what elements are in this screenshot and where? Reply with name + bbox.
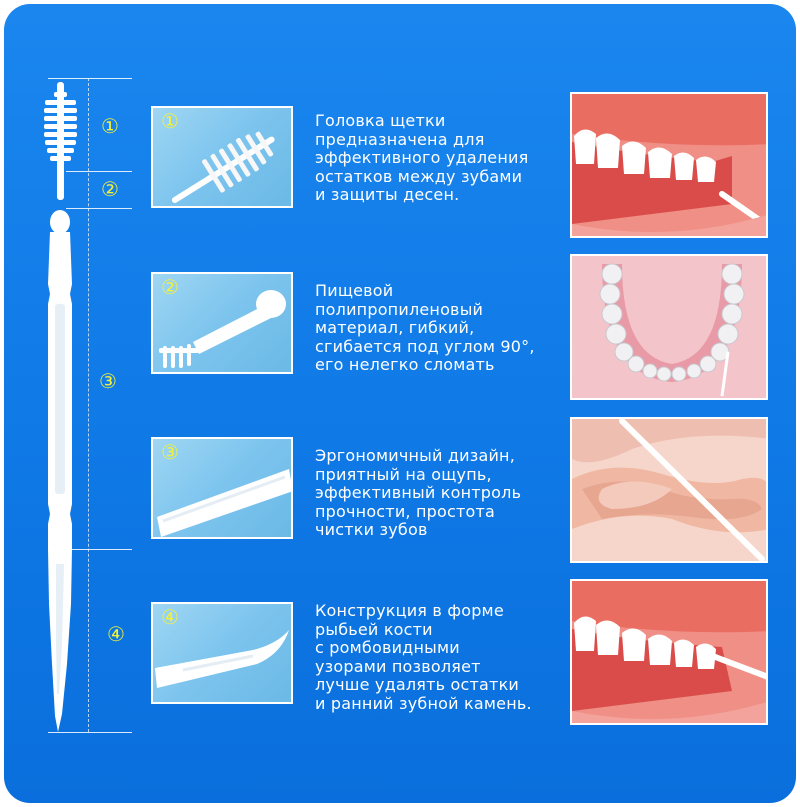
thumb-number: ②	[161, 275, 179, 299]
pick-between-teeth-photo-icon	[570, 579, 768, 725]
marker-2: ②	[101, 177, 119, 201]
dimension-line-2-bottom	[66, 208, 132, 209]
dimension-line-1-bottom	[66, 171, 132, 172]
feature-1-description: Головка щетки предназначена для эффектив…	[315, 111, 529, 204]
hand-holding-pick-photo-icon	[570, 417, 768, 563]
marker-1: ①	[101, 114, 119, 138]
dental-pick-illustration	[44, 82, 77, 732]
feature-3-description: Эргономичный дизайн, приятный на ощупь, …	[315, 446, 522, 539]
marker-4: ④	[107, 622, 125, 646]
dimension-line-4-bottom	[48, 732, 132, 733]
thumb-number: ①	[161, 109, 179, 133]
thumb-number: ③	[161, 440, 179, 464]
dimension-line-3-bottom	[48, 549, 132, 550]
feature-2-description: Пищевой полипропиленовый материал, гибки…	[315, 281, 535, 374]
pick-tip-closeup-icon: ④	[151, 602, 293, 704]
infographic-card: ① ② ③ ④ ① Головка щетки предназначена дл…	[4, 4, 796, 803]
dimension-line-1-top	[48, 78, 132, 79]
feature-4-description: Конструкция в форме рыбьей кости с ромбо…	[315, 601, 532, 713]
dimension-dashed-line	[88, 78, 89, 732]
dental-arch-photo-icon	[570, 254, 768, 400]
marker-3: ③	[99, 369, 117, 393]
neck-closeup-icon: ②	[151, 272, 293, 374]
handle-closeup-icon: ③	[151, 437, 293, 539]
brush-head-closeup-icon: ①	[151, 106, 293, 208]
thumb-number: ④	[161, 605, 179, 629]
brushing-between-teeth-photo-icon	[570, 92, 768, 238]
